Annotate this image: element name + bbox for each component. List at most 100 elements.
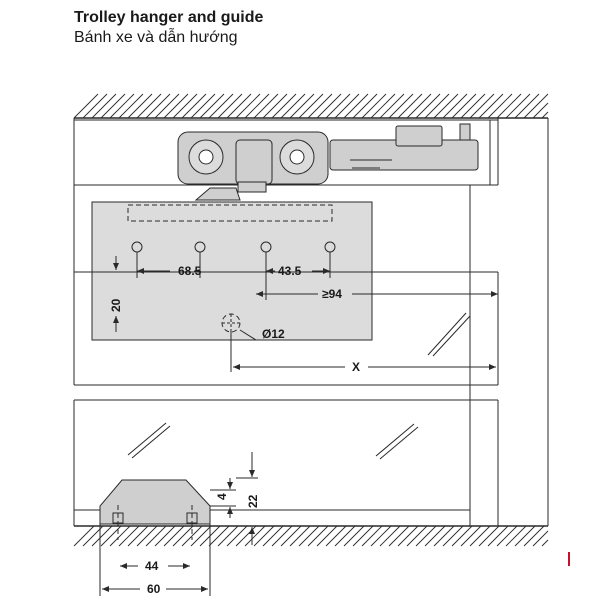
- hatch-line: [217, 525, 239, 547]
- hatch-line: [73, 93, 99, 119]
- hatch-line: [442, 93, 468, 119]
- dim-label-60: 60: [147, 582, 161, 596]
- hatch-line: [343, 93, 369, 119]
- dimension-20: 20: [109, 256, 123, 332]
- hatch-line: [343, 525, 365, 547]
- hatch-line: [289, 525, 311, 547]
- hatch-line: [298, 525, 320, 547]
- hatch-line: [118, 525, 140, 547]
- hatch-line: [280, 525, 302, 547]
- hatch-line: [433, 525, 455, 547]
- hatch-line: [487, 525, 509, 547]
- hatch-line: [244, 525, 266, 547]
- hatch-line: [415, 93, 441, 119]
- hatch-line: [91, 93, 117, 119]
- ceiling-hatch: [73, 93, 549, 119]
- dim-label-43-5: 43.5: [278, 264, 302, 278]
- hatch-line: [100, 93, 126, 119]
- hatch-line: [262, 93, 288, 119]
- hatch-line: [253, 93, 279, 119]
- hatch-line: [424, 93, 450, 119]
- hatch-line: [181, 93, 207, 119]
- hatch-line: [127, 525, 149, 547]
- hatch-line: [496, 525, 518, 547]
- hatch-line: [271, 93, 297, 119]
- dimension-22: 22: [236, 452, 260, 545]
- hatch-line: [505, 525, 527, 547]
- hatch-line: [163, 93, 189, 119]
- hatch-line: [199, 93, 225, 119]
- hatch-line: [172, 525, 194, 547]
- hatch-line: [91, 525, 113, 547]
- hatch-line: [154, 525, 176, 547]
- hatch-line: [514, 525, 536, 547]
- hatch-line: [118, 93, 144, 119]
- hatch-line: [271, 525, 293, 547]
- hatch-line: [334, 525, 356, 547]
- dim-label-dia12: Ø12: [262, 327, 285, 341]
- hatch-line: [469, 525, 491, 547]
- hatch-line: [262, 525, 284, 547]
- hatch-line: [523, 93, 549, 119]
- dimension-68-5: 68.5: [136, 252, 202, 278]
- hatch-line: [478, 525, 500, 547]
- hatch-line: [208, 525, 230, 547]
- hatch-line: [388, 93, 414, 119]
- dim-label-68-5: 68.5: [178, 264, 202, 278]
- hatch-line: [505, 93, 531, 119]
- hatch-line: [244, 93, 270, 119]
- hatch-line: [136, 93, 162, 119]
- hatch-line: [451, 93, 477, 119]
- dim-label-4: 4: [215, 493, 229, 500]
- hatch-line: [352, 93, 378, 119]
- hatch-line: [370, 93, 396, 119]
- hatch-line: [361, 525, 383, 547]
- hatch-line: [406, 525, 428, 547]
- hatch-line: [325, 93, 351, 119]
- hatch-line: [496, 93, 522, 119]
- hatch-line: [73, 525, 95, 547]
- dimension-44: 44: [120, 559, 190, 573]
- hatch-line: [415, 525, 437, 547]
- hatch-line: [82, 93, 108, 119]
- dimension-43-5: 43.5: [265, 252, 331, 300]
- hatch-line: [145, 93, 171, 119]
- hatch-line: [298, 93, 324, 119]
- hatch-line: [514, 93, 540, 119]
- hatch-line: [325, 525, 347, 547]
- hatch-line: [109, 93, 135, 119]
- hatch-line: [433, 93, 459, 119]
- accent-mark: [568, 552, 570, 566]
- hatch-line: [352, 525, 374, 547]
- hatch-line: [334, 93, 360, 119]
- floor-hatch: [73, 525, 549, 547]
- dim-label-44: 44: [145, 559, 159, 573]
- hatch-line: [127, 93, 153, 119]
- hatch-line: [397, 525, 419, 547]
- hatch-line: [253, 525, 275, 547]
- hatch-line: [460, 525, 482, 547]
- subtitle: Bánh xe và dẫn hướng: [74, 29, 238, 46]
- hatch-line: [136, 525, 158, 547]
- track-rail: [73, 118, 549, 526]
- hatch-line: [226, 93, 252, 119]
- stopper: [329, 123, 479, 171]
- hatch-line: [154, 93, 180, 119]
- hatch-line: [523, 525, 545, 547]
- hatch-line: [316, 525, 338, 547]
- hatch-line: [388, 525, 410, 547]
- dim-label-ge94: ≥94: [322, 287, 342, 301]
- hatch-line: [379, 93, 405, 119]
- dim-label-22: 22: [246, 494, 260, 508]
- hatch-line: [487, 93, 513, 119]
- trolley-hanger: [177, 131, 329, 201]
- hatch-line: [280, 93, 306, 119]
- hatch-line: [541, 111, 549, 119]
- hatch-line: [163, 525, 185, 547]
- title-block: Trolley hanger and guide Bánh xe và dẫn …: [74, 8, 263, 48]
- hatch-line: [109, 525, 131, 547]
- dimension-ge94: ≥94: [256, 287, 498, 301]
- hatch-line: [370, 525, 392, 547]
- hatch-line: [361, 93, 387, 119]
